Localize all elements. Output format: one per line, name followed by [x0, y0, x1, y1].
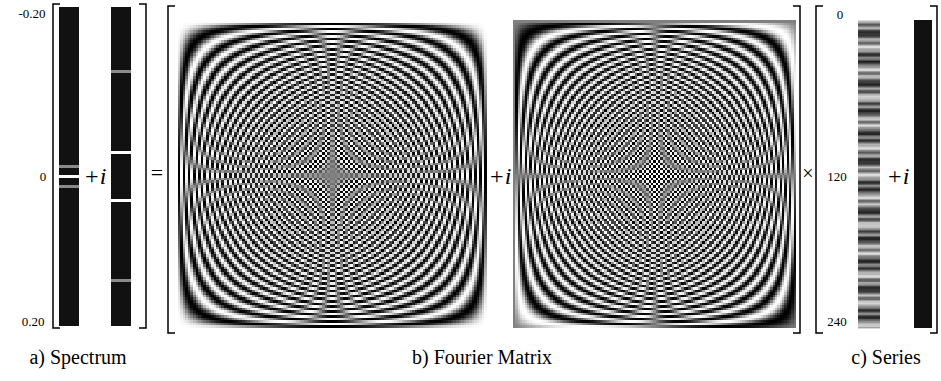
axis-tick: 120: [827, 170, 847, 183]
axis-tick: 240: [827, 315, 847, 328]
series-real: [858, 20, 880, 328]
vector-bar: [914, 20, 932, 328]
equals-sign: =: [151, 162, 163, 184]
fourier-matrix: [175, 20, 796, 328]
matrix-bracket: [168, 6, 175, 333]
panel-caption: a) Spectrum: [29, 347, 126, 367]
vector-bars: [59, 7, 932, 328]
imaginary-plus: +i: [84, 164, 107, 188]
imaginary-plus: +i: [489, 164, 512, 188]
times-sign: ×: [802, 163, 813, 183]
vector-bar: [59, 7, 79, 326]
matrix-bracket: [816, 6, 823, 333]
matrix-image: [513, 20, 796, 328]
imaginary-plus: +i: [887, 164, 910, 188]
matrix-image: [175, 20, 487, 328]
panel-caption: c) Series: [851, 347, 920, 367]
matrix-bracket: [53, 4, 60, 328]
spectrum-peak: [111, 279, 131, 282]
vector-bar: [111, 7, 131, 326]
axis-tick: 0: [837, 8, 844, 21]
spectrum-peak: [59, 165, 79, 168]
axis-tick: -0.20: [18, 7, 45, 20]
matrix-bracket: [139, 4, 146, 328]
vector-bar: [858, 20, 880, 328]
axis-tick: 0.20: [22, 315, 45, 328]
spectrum-peak: [111, 151, 131, 154]
series-sample: [858, 327, 880, 329]
spectrum-peaks: [59, 70, 131, 282]
panel-caption: b) Fourier Matrix: [412, 347, 552, 367]
spectrum-peak: [59, 185, 79, 188]
spectrum-peak: [111, 199, 131, 202]
axis-tick: 0: [40, 170, 47, 183]
spectrum-peak: [59, 175, 79, 178]
spectrum-peak: [111, 70, 131, 73]
brackets: [53, 4, 937, 333]
